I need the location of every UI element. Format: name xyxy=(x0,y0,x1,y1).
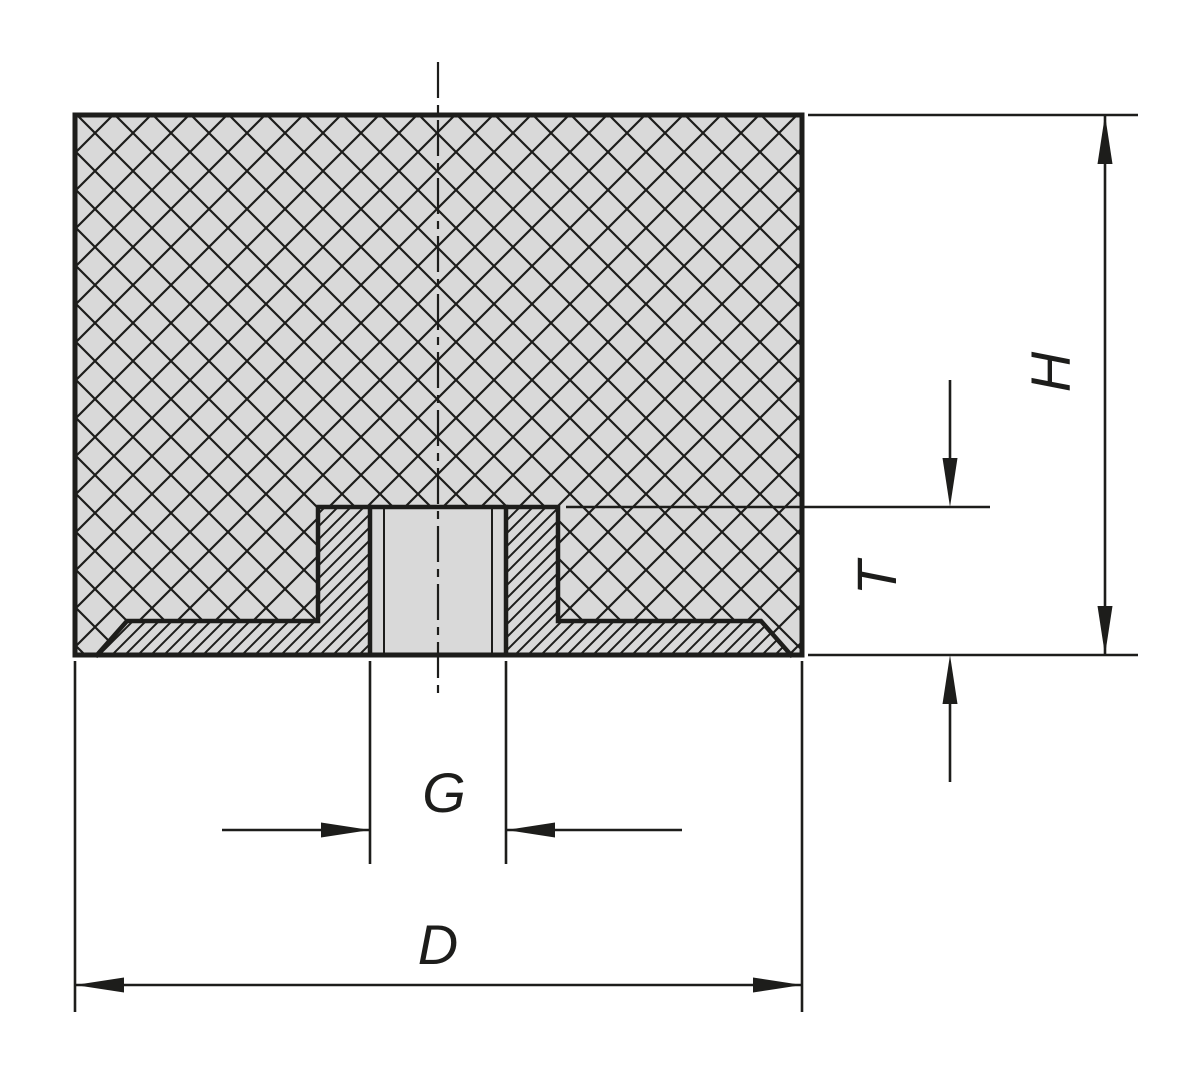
arrowhead-left xyxy=(321,822,370,838)
dimension-G: G xyxy=(222,661,682,864)
arrowhead-bottom xyxy=(1097,606,1113,655)
arrowhead-right xyxy=(753,977,802,993)
arrowhead-right xyxy=(506,822,555,838)
label-T: T xyxy=(845,557,908,595)
metal-insert-outline xyxy=(93,504,795,659)
dimension-H: H xyxy=(808,113,1138,657)
label-H: H xyxy=(1019,351,1082,392)
label-D: D xyxy=(418,913,458,976)
arrowhead-top xyxy=(1097,115,1113,164)
label-G: G xyxy=(422,761,466,824)
arrowhead-top xyxy=(942,458,958,507)
arrowhead-left xyxy=(75,977,124,993)
arrowhead-bottom xyxy=(942,655,958,704)
dimension-T: T xyxy=(566,380,990,782)
dimension-D: D xyxy=(73,661,804,1012)
